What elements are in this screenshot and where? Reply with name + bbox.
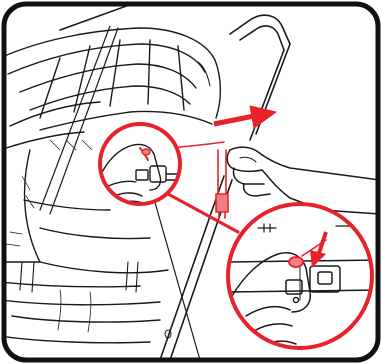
buckle-detail-magnifier — [228, 204, 380, 364]
pull-right-arrow — [214, 106, 276, 128]
strap-buckle-callout — [100, 124, 184, 212]
canopy-shading — [22, 140, 92, 208]
stroller-canopy — [0, 28, 220, 150]
